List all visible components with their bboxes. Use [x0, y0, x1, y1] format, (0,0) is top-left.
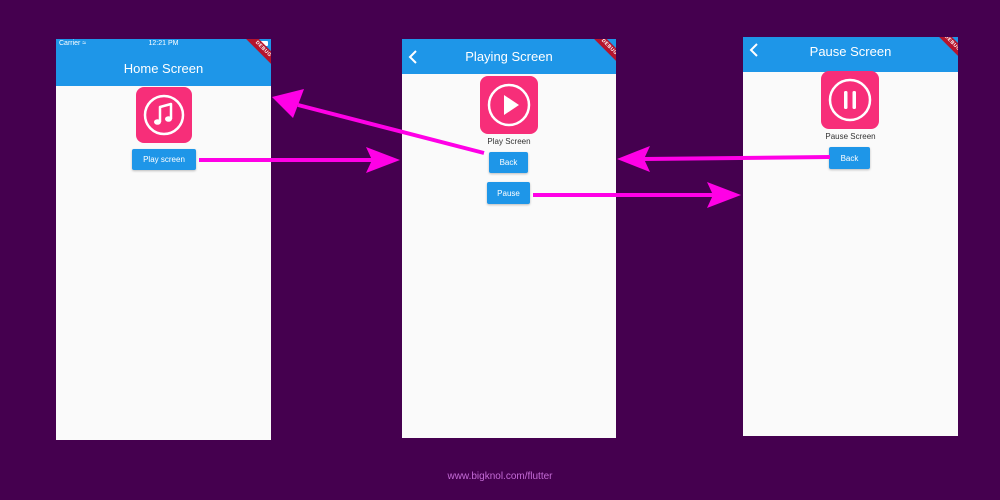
footer-url: www.bigknol.com/flutter	[447, 471, 553, 482]
playing-app-bar: Playing Screen	[402, 39, 616, 74]
pause-button[interactable]: Pause	[487, 182, 530, 204]
play-icon	[480, 76, 538, 134]
back-chevron-icon[interactable]	[405, 48, 423, 66]
pause-screen-caption: Pause Screen	[825, 132, 876, 141]
back-button[interactable]: Back	[829, 147, 870, 169]
back-button[interactable]: Back	[489, 152, 528, 173]
pause-app-bar: Pause Screen	[743, 37, 958, 72]
home-screen-phone: Carrier ≈ 12:21 PM Home Screen DEBUG Pla…	[56, 39, 271, 440]
music-note-icon	[136, 87, 192, 143]
play-screen-button[interactable]: Play screen	[132, 149, 196, 170]
home-title: Home Screen	[123, 61, 204, 76]
playing-title: Playing Screen	[465, 49, 553, 64]
pause-screen-phone: Pause Screen DEBUG Pause Screen Back	[743, 37, 958, 436]
pause-icon	[821, 71, 879, 129]
arrow-playing-back-to-home	[297, 103, 485, 155]
arrowhead	[366, 147, 400, 173]
arrowhead	[617, 146, 650, 172]
pause-title: Pause Screen	[809, 44, 892, 59]
arrowhead	[272, 89, 304, 118]
playing-screen-phone: Playing Screen DEBUG Play Screen Back Pa…	[402, 39, 616, 438]
arrow-pause-back-to-playing	[643, 155, 831, 161]
back-chevron-icon[interactable]	[746, 41, 764, 59]
arrowhead	[707, 182, 741, 208]
play-screen-caption: Play Screen	[487, 137, 531, 146]
status-time: 12:21 PM	[148, 40, 179, 47]
status-carrier: Carrier ≈	[59, 40, 87, 47]
home-app-bar: Carrier ≈ 12:21 PM Home Screen	[56, 39, 271, 86]
